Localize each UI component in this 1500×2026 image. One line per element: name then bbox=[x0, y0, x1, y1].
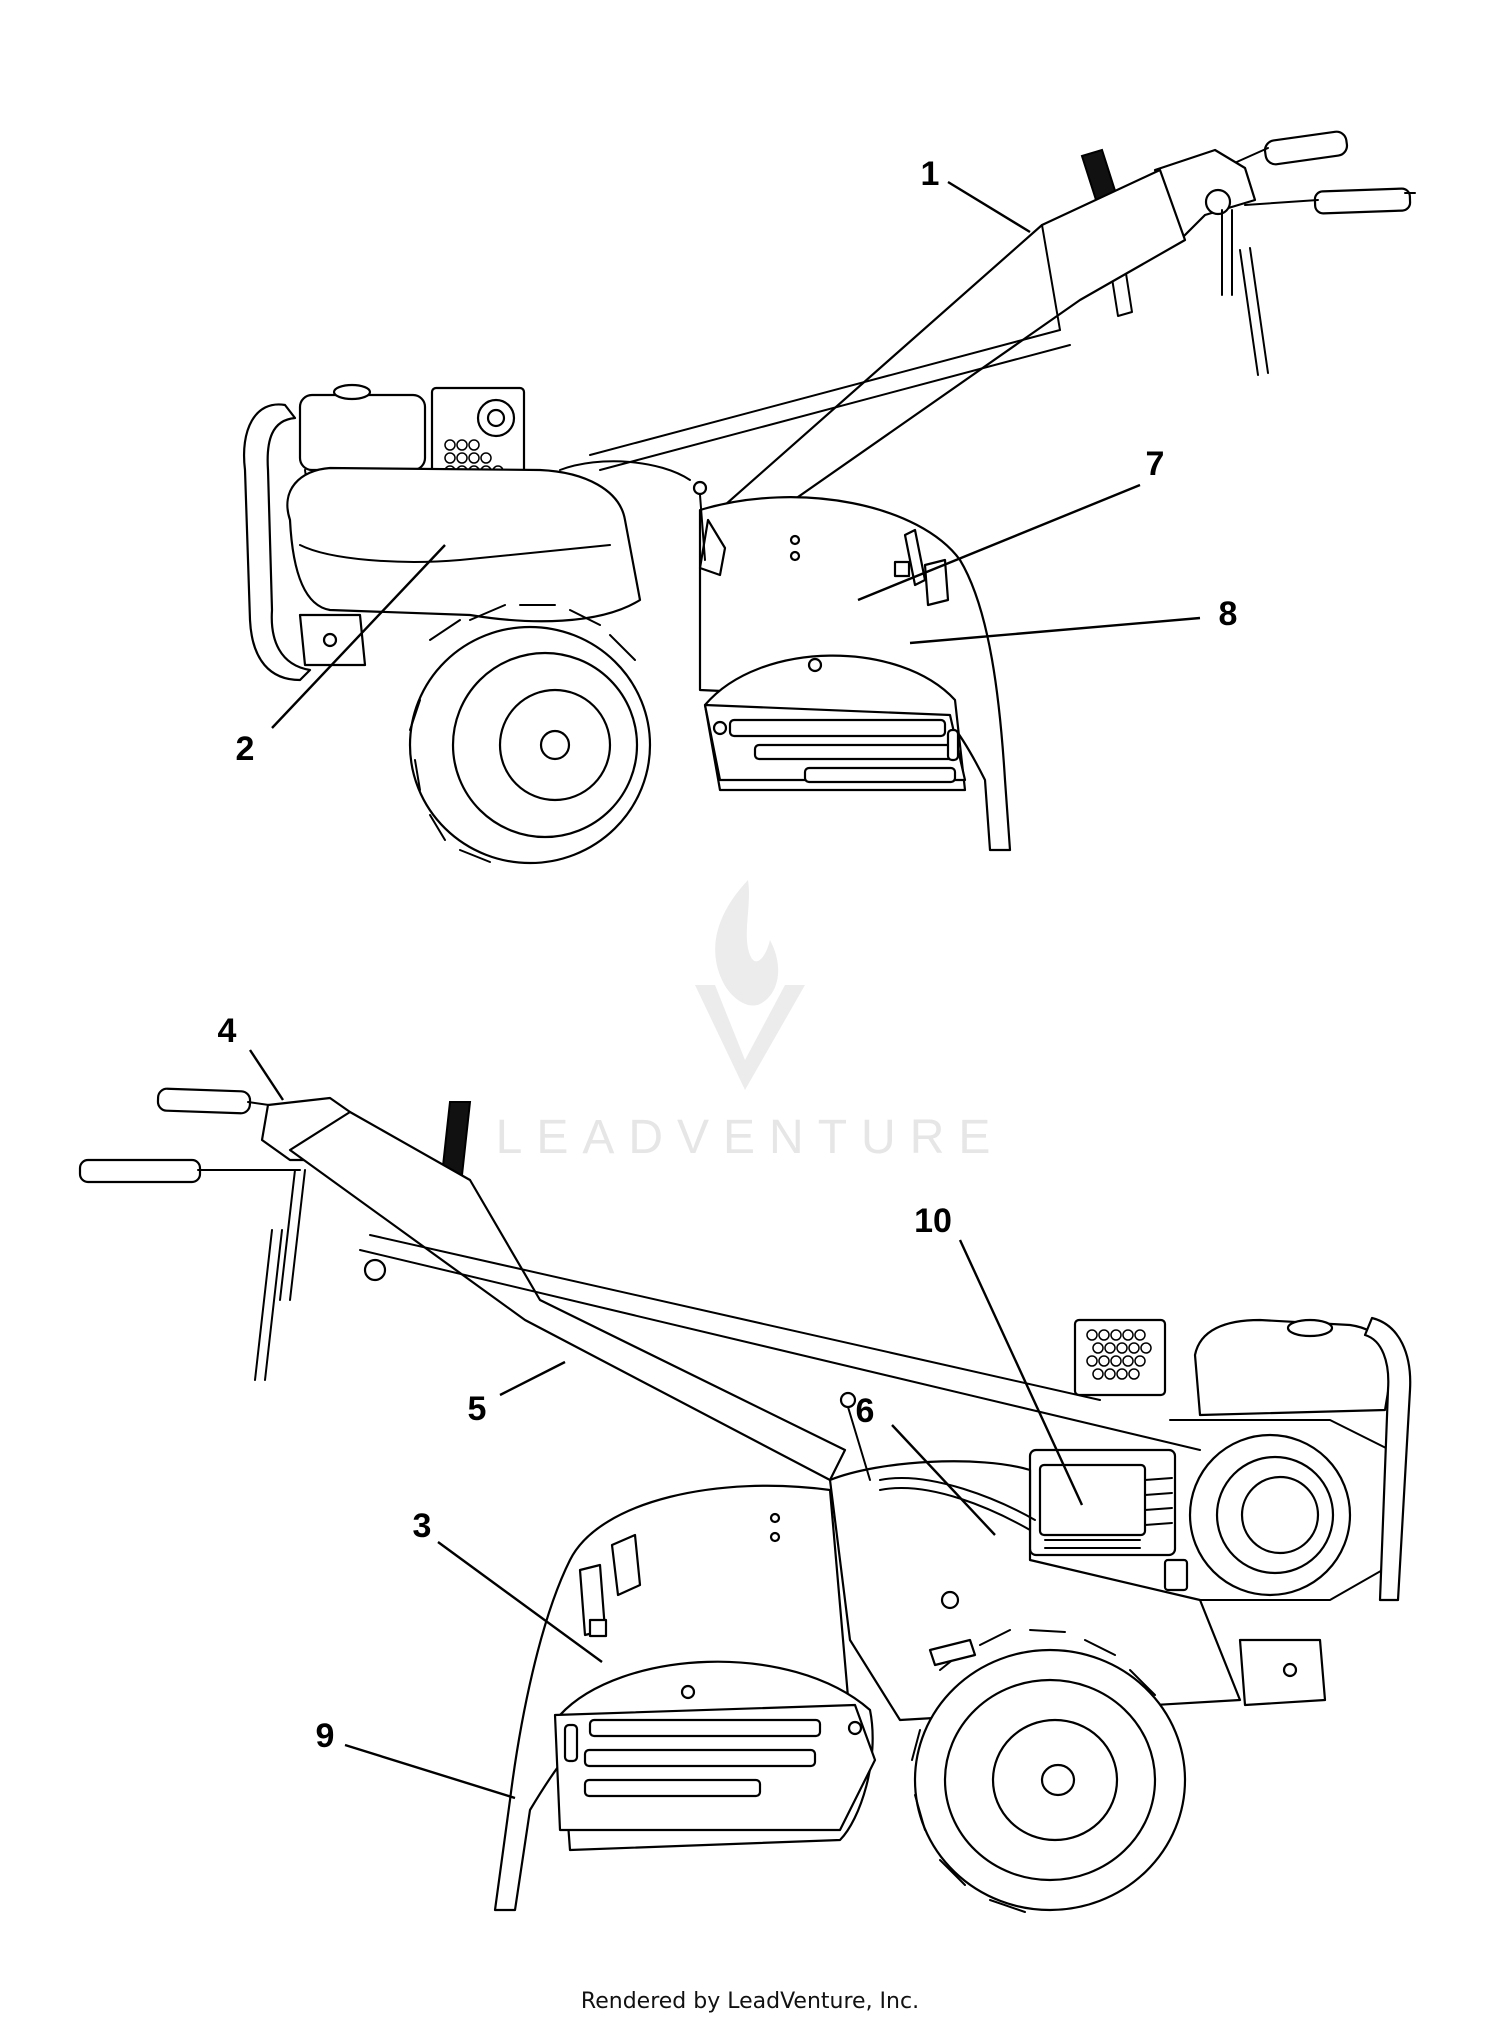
leader-3 bbox=[437, 1541, 603, 1663]
flame-logo-icon bbox=[695, 880, 805, 1090]
hood-top bbox=[286, 466, 642, 623]
wheel-top bbox=[408, 604, 652, 865]
engine-bottom bbox=[1028, 1318, 1401, 1601]
callout-numbers: 1 2 3 4 5 6 7 8 9 10 bbox=[218, 155, 1238, 1755]
callout-7: 7 bbox=[1146, 445, 1165, 483]
callout-9: 9 bbox=[316, 1717, 335, 1755]
leader-5 bbox=[499, 1360, 566, 1397]
callout-5: 5 bbox=[468, 1390, 487, 1428]
tine-shield-bottom bbox=[493, 1484, 877, 1912]
handlebar-top bbox=[706, 168, 1187, 550]
callout-6: 6 bbox=[856, 1392, 875, 1430]
handle-post-bottom bbox=[440, 1101, 472, 1176]
leader-7 bbox=[857, 483, 1141, 602]
callout-1: 1 bbox=[921, 155, 940, 193]
front-bumper-top bbox=[243, 403, 312, 682]
rear-bumper-bottom bbox=[1363, 1316, 1412, 1602]
leader-10 bbox=[958, 1239, 1084, 1506]
watermark-text: LEADVENTURE bbox=[496, 1111, 1005, 1164]
leader-8 bbox=[909, 616, 1201, 645]
leader-4 bbox=[248, 1049, 285, 1101]
tiller-top-view bbox=[243, 130, 1416, 865]
leader-9 bbox=[344, 1743, 516, 1800]
handle-grips-bottom bbox=[78, 1087, 301, 1184]
wheel-bottom bbox=[911, 1629, 1187, 1913]
tine-shield-top bbox=[698, 496, 1012, 852]
handlebar-bottom bbox=[288, 1110, 847, 1482]
tiller-bottom-view bbox=[78, 1087, 1412, 1913]
leader-1 bbox=[947, 180, 1031, 234]
leader-6 bbox=[891, 1424, 996, 1536]
callout-leaders bbox=[248, 180, 1201, 1800]
handle-grips-top bbox=[1229, 130, 1416, 215]
callout-2: 2 bbox=[236, 730, 255, 768]
callout-3: 3 bbox=[413, 1507, 432, 1545]
leader-2 bbox=[271, 544, 446, 729]
leadventure-watermark: LEADVENTURE bbox=[496, 880, 1005, 1164]
footer-credit: Rendered by LeadVenture, Inc. bbox=[581, 1989, 919, 2014]
callout-4: 4 bbox=[218, 1012, 237, 1050]
callout-10: 10 bbox=[914, 1202, 952, 1240]
callout-8: 8 bbox=[1219, 595, 1238, 633]
